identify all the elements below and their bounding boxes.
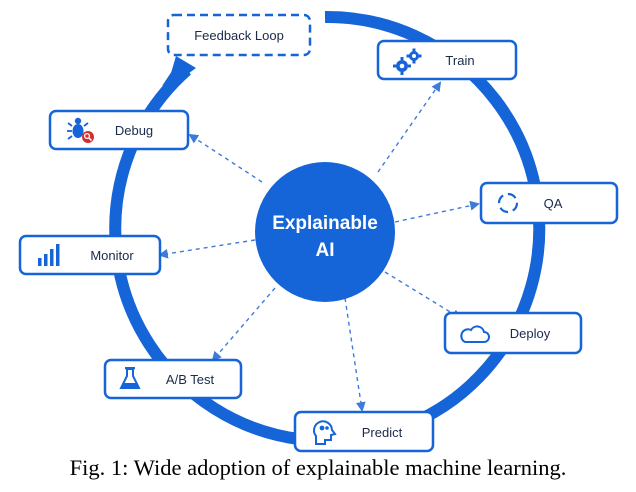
connectors xyxy=(158,81,480,412)
bar-chart-icon xyxy=(38,244,60,266)
node-deploy-label: Deploy xyxy=(510,326,551,341)
center-circle xyxy=(255,162,395,302)
focus-target-icon xyxy=(497,192,519,214)
flask-icon xyxy=(119,367,141,389)
node-debug-label: Debug xyxy=(115,123,153,138)
connector-monitor xyxy=(158,239,256,259)
node-monitor: Monitor xyxy=(18,234,162,276)
node-train-label: Train xyxy=(445,53,474,68)
node-predict-label: Predict xyxy=(362,425,403,440)
cloud-icon xyxy=(460,325,490,343)
node-ab-test: A/B Test xyxy=(103,358,243,400)
bug-search-icon xyxy=(67,117,94,143)
node-feedback-loop: Feedback Loop xyxy=(166,13,312,57)
ring-arrowhead-tip xyxy=(166,56,196,90)
center-label-line2: AI xyxy=(316,240,335,261)
node-feedback-loop-label: Feedback Loop xyxy=(194,28,284,43)
node-deploy: Deploy xyxy=(443,311,583,355)
node-predict: Predict xyxy=(293,410,435,453)
figure-caption: Fig. 1: Wide adoption of explainable mac… xyxy=(69,455,567,480)
connector-ab-test xyxy=(211,287,276,362)
node-debug: Debug xyxy=(48,109,190,151)
center-label-line1: Explainable xyxy=(272,213,378,234)
connector-deploy xyxy=(384,271,462,320)
node-monitor-label: Monitor xyxy=(90,248,134,263)
node-qa: QA xyxy=(479,181,619,225)
gears-icon xyxy=(393,48,422,75)
connector-qa xyxy=(394,200,480,223)
node-qa-label: QA xyxy=(544,196,563,211)
node-ab-test-label: A/B Test xyxy=(166,372,215,387)
connector-predict xyxy=(344,297,366,412)
connector-train xyxy=(377,81,442,173)
node-train: Train xyxy=(376,39,518,81)
head-brain-icon xyxy=(313,420,337,445)
connector-debug xyxy=(188,133,263,183)
